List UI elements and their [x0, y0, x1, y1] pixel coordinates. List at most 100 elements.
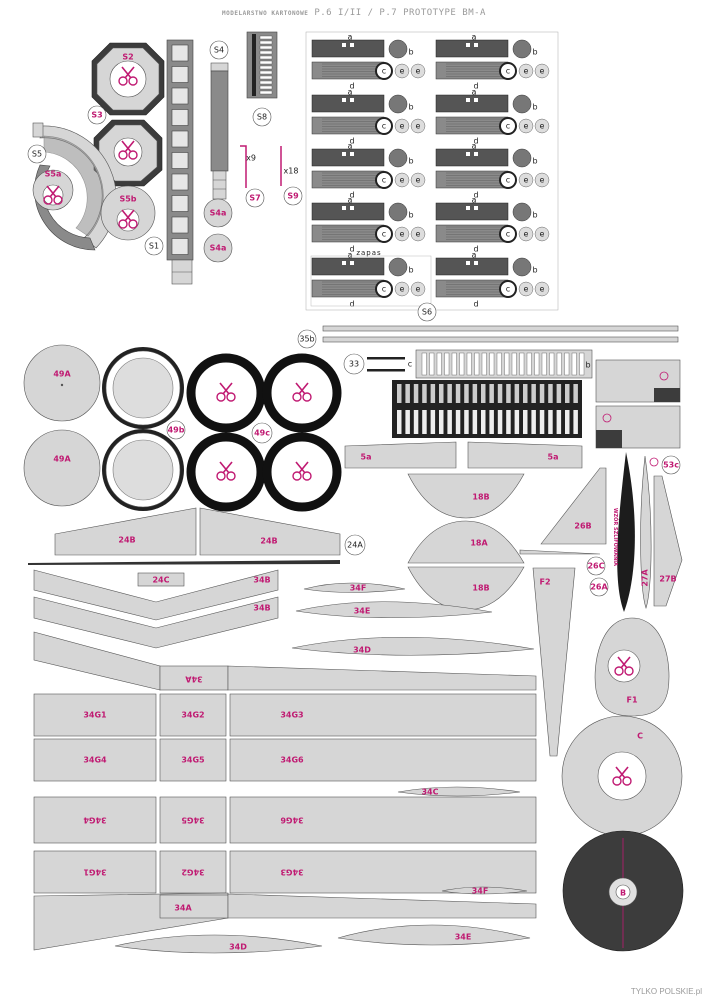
tyre-rings: [186, 353, 342, 512]
part-34e-top: [295, 601, 493, 619]
part-s5-arc-inner: [43, 135, 104, 237]
callout-26c: [586, 556, 606, 576]
s6-label-a: a: [348, 142, 353, 151]
callout-s5: [27, 144, 47, 164]
panel-34g4: [33, 796, 157, 844]
spare-box: [310, 255, 432, 307]
label-34g2: 34G2: [181, 711, 204, 720]
s1-cell: [171, 66, 189, 83]
part-34d-bottom: [114, 934, 323, 954]
callout-s7: [245, 188, 265, 208]
part-34a-body: [159, 894, 229, 919]
stabilizer-parts: 24B 24B 24A 24C: [28, 507, 366, 587]
label-34g5: 34G5: [181, 756, 205, 765]
label-5a-right: 5a: [548, 453, 559, 462]
panel-34g5: [159, 738, 227, 782]
callout-s3: [87, 105, 107, 125]
panel-34g2: [159, 693, 227, 737]
part-34f-top: [303, 582, 406, 593]
s6-label-d: d: [349, 245, 354, 254]
part-35b-strip-1: [322, 325, 679, 332]
s6-label-b: b: [408, 48, 413, 57]
s6-label-c: c: [382, 285, 386, 294]
panel-34g6: [229, 796, 537, 844]
label-33-c: c: [408, 360, 412, 369]
callout-53c: [661, 455, 681, 475]
part-34a-right: [227, 665, 537, 691]
s1-cell: [171, 238, 189, 255]
part-34a-tail: [227, 893, 537, 919]
s6-label-a: a: [348, 88, 353, 97]
s6-label-e: e: [524, 230, 529, 239]
label-34g3: 34G3: [280, 711, 303, 720]
label-34b-1: 34B: [253, 576, 270, 585]
part-5a-right: [467, 441, 583, 469]
part-f2: [532, 567, 576, 757]
s6-label-c: c: [382, 67, 386, 76]
callout-s1: [144, 236, 164, 256]
s6-label-e: e: [400, 230, 405, 239]
label-34g3: 34G3: [280, 868, 303, 877]
label-wzor: WZÓR SZLIFOWANIA: [612, 508, 619, 566]
label-34c: 34C: [421, 788, 438, 797]
s6-label-c: c: [382, 122, 386, 131]
label-s4: S4: [214, 46, 224, 55]
s6-label-b: b: [532, 211, 537, 220]
s6-label-c: c: [506, 230, 510, 239]
label-34g2: 34G2: [181, 868, 204, 877]
label-b: B: [620, 889, 626, 898]
s1-cell: [171, 109, 189, 126]
s1-cell: [171, 44, 189, 62]
label-s8: S8: [257, 113, 267, 122]
part-27b: [653, 475, 683, 607]
part-34f-bottom: [441, 886, 528, 895]
label-34g5: 34G5: [181, 816, 205, 825]
s6-label-b: b: [408, 266, 413, 275]
s6-label-d: d: [473, 300, 478, 309]
label-34g1: 34G1: [83, 711, 107, 720]
panel-34g1: [33, 693, 157, 737]
label-49b: 49b: [168, 426, 185, 435]
label-33: 33: [349, 360, 359, 369]
s6-label-a: a: [348, 33, 353, 42]
label-34d-top: 34D: [353, 646, 371, 655]
label-34g4: 34G4: [83, 816, 107, 825]
label-s6: S6: [422, 308, 432, 317]
label-24a: 24A: [347, 541, 363, 550]
callout-24a: [344, 534, 366, 556]
label-18b-top: 18B: [472, 493, 489, 502]
sheet-title: P.6 I/II / P.7 PROTOTYPE BM-A: [314, 8, 486, 18]
label-s4a-bottom: S4a: [210, 244, 227, 253]
s6-label-e: e: [416, 230, 421, 239]
label-26b: 26B: [574, 522, 591, 531]
s6-label-b: b: [408, 103, 413, 112]
label-27a: 27A: [641, 569, 650, 587]
part-34b-1: [33, 569, 279, 621]
label-34b-2: 34B: [253, 604, 270, 613]
s6-label-e: e: [540, 122, 545, 131]
part-s1-cells: [171, 44, 189, 255]
s6-label-e: e: [416, 285, 421, 294]
s1-cell: [171, 130, 189, 148]
callout-s4: [209, 40, 229, 60]
fuselage-parts: F2 F1 C B: [532, 567, 684, 952]
s1-cell: [171, 195, 189, 212]
s6-label-a: a: [472, 251, 477, 260]
label-34g1: 34G1: [83, 868, 107, 877]
label-53c: 53c: [663, 461, 679, 470]
part-cowl-louvres: [392, 380, 582, 438]
s6-label-c: c: [506, 176, 510, 185]
label-24c: 24C: [152, 576, 169, 585]
callout-s9: [283, 186, 303, 206]
part-s4-lower: [212, 170, 227, 200]
label-x9: x9: [246, 154, 256, 163]
panel-34g5: [159, 796, 227, 844]
part-18a: [407, 520, 525, 564]
